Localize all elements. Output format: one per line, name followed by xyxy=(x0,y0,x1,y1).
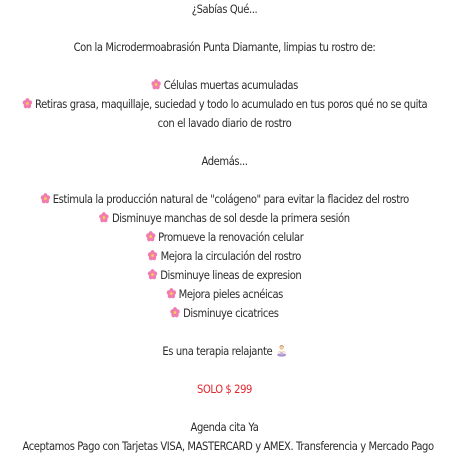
list-item: Células muertas acumuladas xyxy=(22,76,426,95)
benefit-text: Promueve la renovación celular xyxy=(158,231,304,244)
benefit-text: Mejora la circulación del rostro xyxy=(160,250,302,263)
benefit-text: Estimula la producción natural de "colág… xyxy=(52,193,410,206)
payments-text: Aceptamos Pago con Tarjetas VISA, MASTER… xyxy=(22,440,434,453)
list-item: Disminuye cicatrices xyxy=(22,304,426,323)
relax-text: Es una terapia relajante xyxy=(162,345,273,358)
spacer xyxy=(22,361,426,380)
benefit-text: Mejora pieles acnéicas xyxy=(178,288,284,301)
benefit-text: Disminuye manchas de sol desde la primer… xyxy=(111,212,350,225)
subtitle-text: Con la Microdermoabrasión Punta Diamante… xyxy=(73,41,376,54)
spacer xyxy=(22,133,426,152)
spacer xyxy=(22,57,426,76)
benefit-continuation: con el lavado diario de rostro xyxy=(157,117,292,130)
ademas-text: Además... xyxy=(201,155,248,168)
relax-line: Es una terapia relajante xyxy=(22,342,426,361)
price-text: SOLO $ 299 xyxy=(197,383,252,396)
list-item: Mejora pieles acnéicas xyxy=(22,285,426,304)
pink-flower-icon xyxy=(40,193,50,204)
post-content: ¿Sabías Qué... Con la Microdermoabrasión… xyxy=(22,0,434,453)
pink-flower-icon xyxy=(99,212,109,223)
list-item: Estimula la producción natural de "colág… xyxy=(22,190,426,209)
pink-flower-icon xyxy=(145,231,156,242)
list-item: Promueve la renovación celular xyxy=(22,228,426,247)
spacer xyxy=(22,171,426,190)
spacer xyxy=(22,399,426,418)
benefit-text: Disminuye lineas de expresion xyxy=(160,269,302,282)
pink-flower-icon xyxy=(22,98,33,109)
spacer xyxy=(22,19,426,38)
benefit-text: Células muertas acumuladas xyxy=(163,79,299,92)
woman-lotus-icon xyxy=(276,345,286,357)
intro-text: ¿Sabías Qué... xyxy=(191,3,258,16)
spacer xyxy=(22,323,426,342)
pink-flower-icon xyxy=(148,250,158,261)
list-item: Mejora la circulación del rostro xyxy=(22,247,426,266)
pink-flower-icon xyxy=(170,307,181,318)
pink-flower-icon xyxy=(147,269,158,280)
pink-flower-icon xyxy=(166,288,176,299)
benefit-text: Retiras grasa, maquillaje, suciedad y to… xyxy=(35,98,428,111)
list-item: Disminuye manchas de sol desde la primer… xyxy=(22,209,426,228)
pink-flower-icon xyxy=(151,79,161,90)
list-item: Retiras grasa, maquillaje, suciedad y to… xyxy=(22,95,428,114)
list-item: Disminuye lineas de expresion xyxy=(22,266,426,285)
cta-text: Agenda cita Ya xyxy=(190,421,259,434)
benefit-text: Disminuye cicatrices xyxy=(183,307,279,320)
